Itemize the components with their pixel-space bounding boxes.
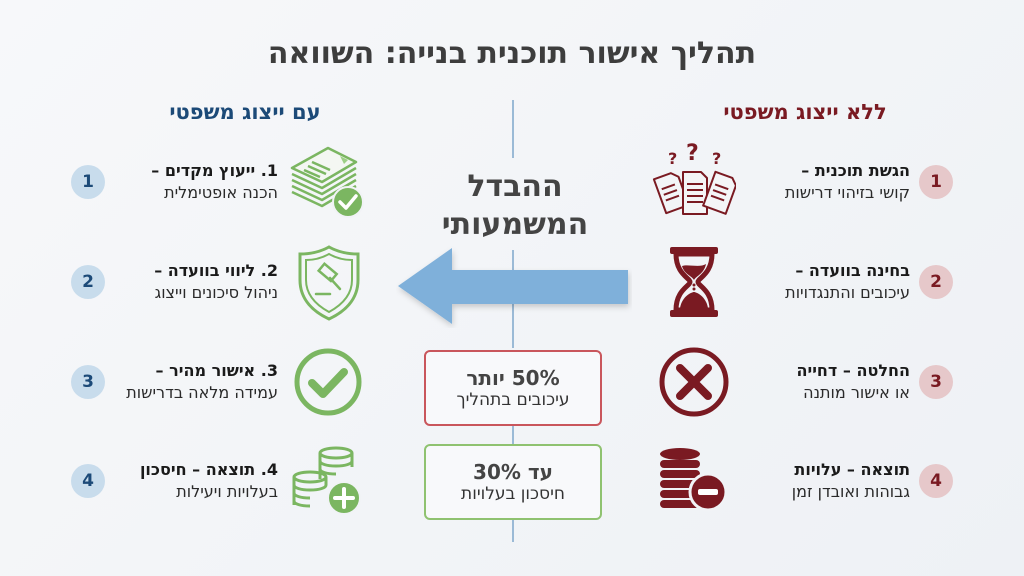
step-number-badge: 4 [919,464,953,498]
svg-text:?: ? [712,149,721,168]
step-title: החלטה – דחייה [796,361,910,380]
step-title: 2. ליווי בוועדה – [154,261,278,280]
step-title: 3. אישור מהיר – [155,361,278,380]
step-subtitle: קושי בזיהוי דרישות [784,183,910,202]
center-divider [512,100,514,158]
svg-text:?: ? [686,142,699,166]
arrow-left-icon [398,248,628,324]
with-rep-heading: עם ייצוג משפטי [169,100,321,124]
step-title: תוצאה – עלויות [794,460,910,479]
step-subtitle: ניהול סיכונים וייצוג [154,283,278,302]
stat-box-savings: עד 30% חיסכון בעלויות [424,444,602,520]
step-number-badge: 3 [71,365,105,399]
coins-minus-icon [660,448,728,512]
step-title: הגשת תוכנית – [801,161,910,180]
step-number-badge: 4 [71,464,105,498]
step-number-badge: 1 [71,165,105,199]
center-heading-line1: ההבדל [467,169,563,204]
stat-value: 50% יותר [466,366,560,390]
step-subtitle: או אישור מותנה [803,383,910,402]
confused-documents-icon: ? ? ? [652,142,736,215]
step-title: בחינה בוועדה – [795,261,910,280]
step-title: 1. ייעוץ מקדים – [151,161,278,180]
shield-gavel-icon [298,245,360,321]
svg-text:?: ? [668,149,677,168]
check-circle-icon [294,348,362,416]
coins-plus-icon [292,446,361,515]
with-step-4: 4. תוצאה – חיסכון בעלויות ויעילות [110,459,278,503]
without-step-4: תוצאה – עלויות גבוהות ואובדן זמן [730,459,910,503]
stat-box-delays: 50% יותר עיכובים בתהליך [424,350,602,426]
step-number-badge: 2 [919,265,953,299]
without-step-3: החלטה – דחייה או אישור מותנה [740,360,910,404]
hourglass-icon [670,247,718,317]
x-circle-icon [659,347,729,417]
stat-label: חיסכון בעלויות [461,484,565,504]
center-heading-line2: המשמעותי [441,207,589,242]
documents-check-icon [290,146,364,218]
without-rep-heading: ללא ייצוג משפטי [723,100,887,124]
step-number-badge: 3 [919,365,953,399]
step-subtitle: הכנה אופטימלית [164,183,278,202]
with-step-3: 3. אישור מהיר – עמידה מלאה בדרישות [110,360,278,404]
without-step-1: הגשת תוכנית – קושי בזיהוי דרישות [740,160,910,204]
center-divider [512,518,514,542]
stat-label: עיכובים בתהליך [456,390,570,410]
step-number-badge: 1 [919,165,953,199]
step-subtitle: עיכובים והתנגדויות [785,283,910,302]
with-step-1: 1. ייעוץ מקדים – הכנה אופטימלית [110,160,278,204]
step-subtitle: בעלויות ויעילות [176,482,278,501]
stat-value: עד 30% [473,460,553,484]
center-heading: ההבדל המשמעותי [430,168,600,244]
step-title: 4. תוצאה – חיסכון [139,460,278,479]
with-step-2: 2. ליווי בוועדה – ניהול סיכונים וייצוג [110,260,278,304]
step-subtitle: עמידה מלאה בדרישות [126,383,278,402]
center-divider [512,424,514,444]
without-step-2: בחינה בוועדה – עיכובים והתנגדויות [740,260,910,304]
page-title: תהליך אישור תוכנית בנייה: השוואה [267,36,757,71]
step-subtitle: גבוהות ואובדן זמן [791,482,910,501]
step-number-badge: 2 [71,265,105,299]
